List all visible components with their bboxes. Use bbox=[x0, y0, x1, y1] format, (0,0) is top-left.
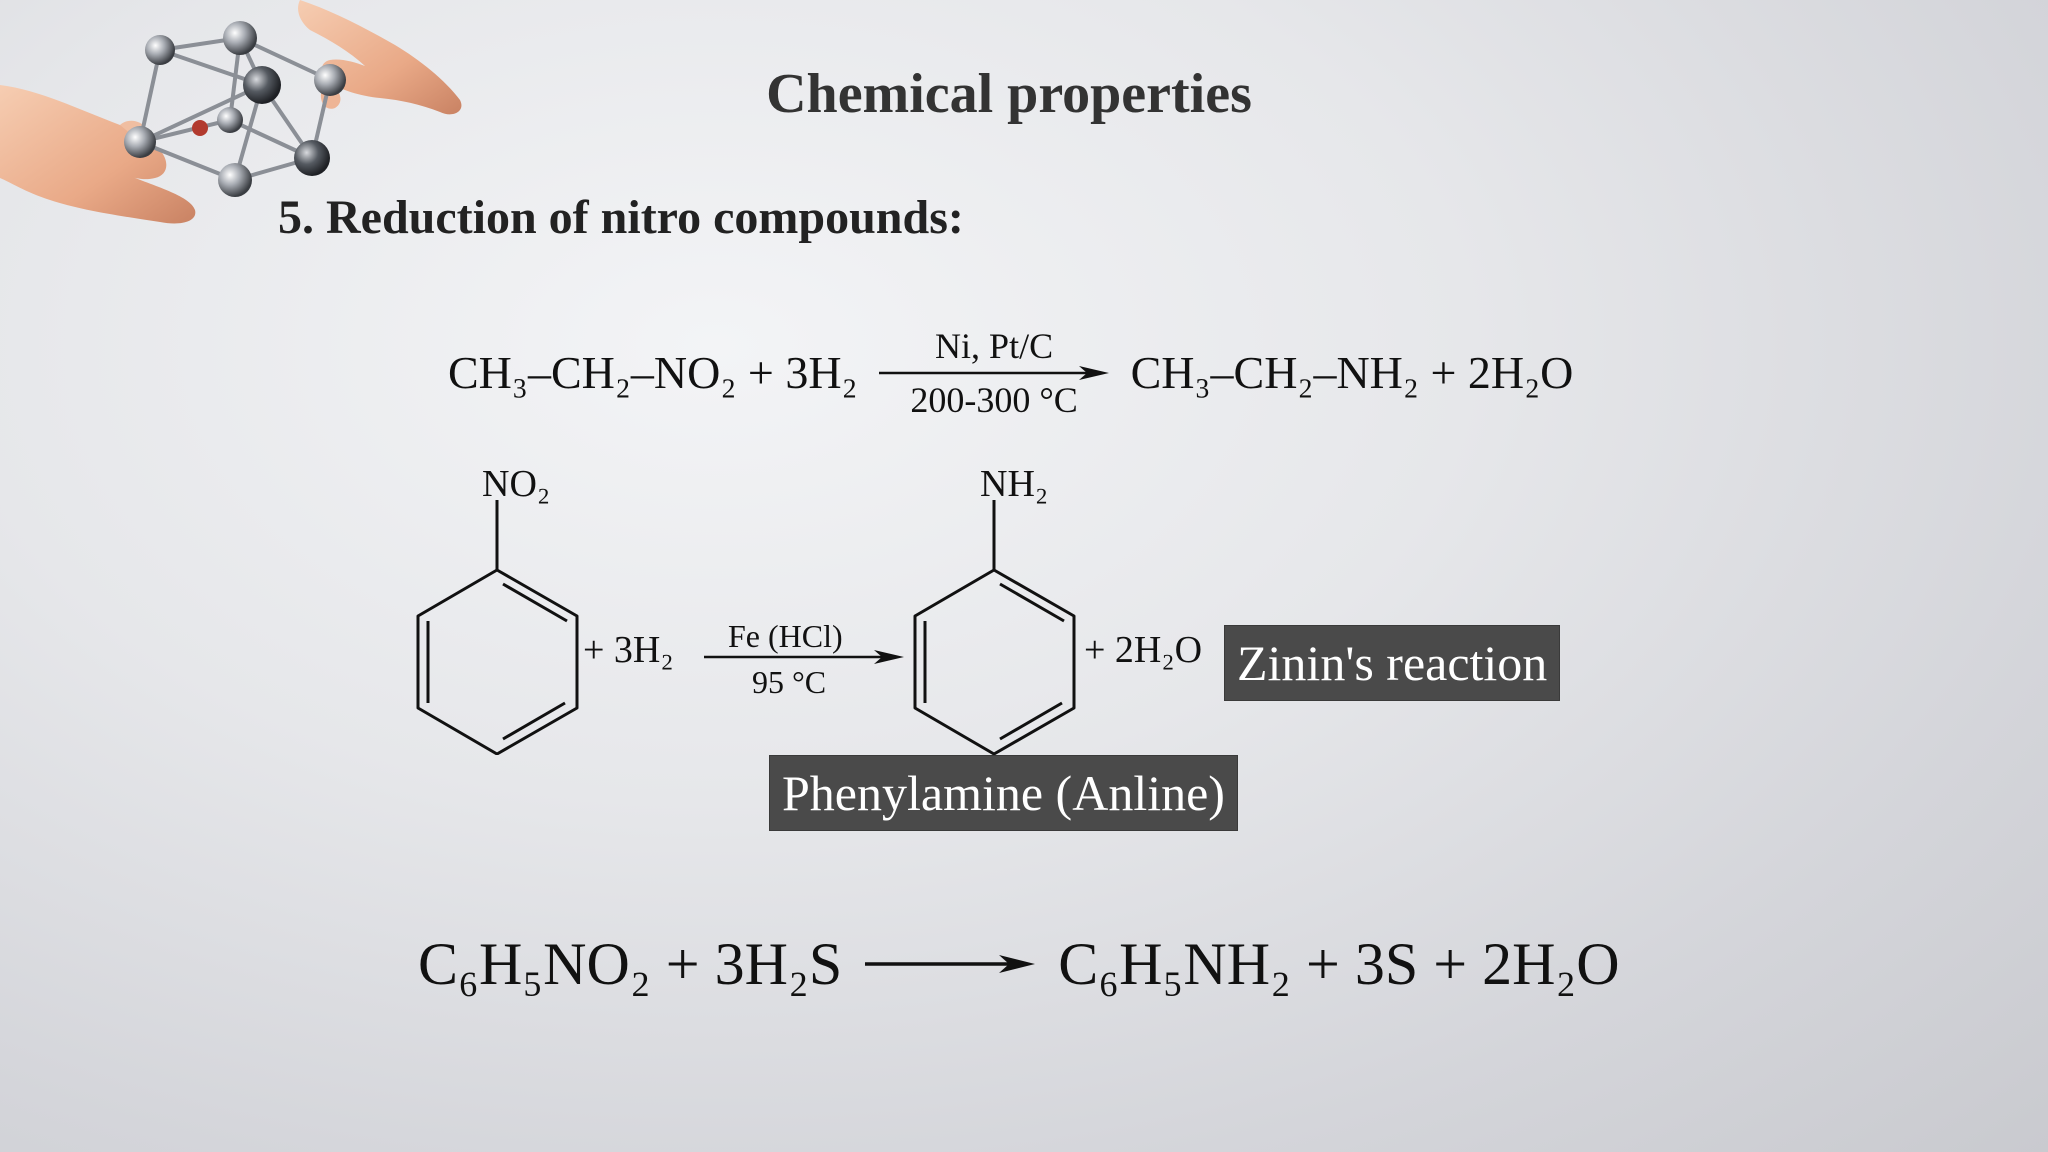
benzene-ring-nitrobenzene-icon bbox=[416, 500, 579, 755]
plus-sign: + bbox=[747, 347, 774, 398]
product-ethylamine: CH₃–CH₂–NH₂ bbox=[1130, 347, 1419, 398]
reagent-hydrogen: + 3H₂ bbox=[583, 629, 674, 671]
equation-nitroethane-reduction: CH₃–CH₂–NO₂ + 3H₂ Ni, Pt/C 200-300 °C CH… bbox=[448, 326, 1573, 420]
right-arrow-icon bbox=[879, 366, 1110, 380]
plus-sign: + bbox=[1430, 347, 1457, 398]
reagent-hydrogen-sulfide: 3H₂S bbox=[714, 931, 843, 998]
plus-sign: + bbox=[1306, 931, 1340, 998]
reactant-nitroethane: CH₃–CH₂–NO₂ bbox=[448, 347, 737, 398]
catalyst-label: Fe (HCl) bbox=[728, 618, 843, 654]
reaction-arrow: Ni, Pt/C 200-300 °C bbox=[879, 326, 1110, 420]
right-arrow-icon bbox=[704, 650, 904, 664]
catalyst-label: Ni, Pt/C bbox=[935, 326, 1054, 366]
reactant-nitrobenzene: C₆H₅NO₂ bbox=[418, 931, 651, 998]
plus-sign: + bbox=[1433, 931, 1468, 998]
slide-title: Chemical properties bbox=[766, 63, 1252, 125]
byproduct-water: 2H₂O bbox=[1482, 931, 1620, 998]
condition-label: 95 °C bbox=[752, 664, 827, 700]
hands-holding-molecule-model-icon bbox=[0, 0, 462, 224]
benzene-ring-aniline-icon bbox=[913, 500, 1076, 755]
phenylamine-label: Phenylamine (Anline) bbox=[769, 755, 1238, 831]
plus-sign: + bbox=[665, 931, 700, 998]
right-arrow-icon bbox=[865, 955, 1036, 974]
reagent-hydrogen: 3H₂ bbox=[785, 347, 858, 398]
amino-group-label: NH₂ bbox=[980, 463, 1049, 505]
byproduct-water: + 2H₂O bbox=[1084, 629, 1203, 671]
product-aniline: C₆H₅NH₂ bbox=[1058, 931, 1291, 998]
zinin-reaction-label: Zinin's reaction bbox=[1224, 625, 1561, 701]
section-heading: 5. Reduction of nitro compounds: bbox=[278, 191, 964, 244]
condition-label: 200-300 °C bbox=[910, 380, 1078, 420]
product-sulfur: 3S bbox=[1354, 931, 1419, 998]
byproduct-water: 2H₂O bbox=[1467, 347, 1574, 398]
equation-h2s-reduction: C₆H₅NO₂ + 3H₂S C₆H₅NH₂ + 3S + 2H₂O bbox=[418, 918, 1620, 1004]
nitro-group-label: NO₂ bbox=[482, 463, 551, 505]
